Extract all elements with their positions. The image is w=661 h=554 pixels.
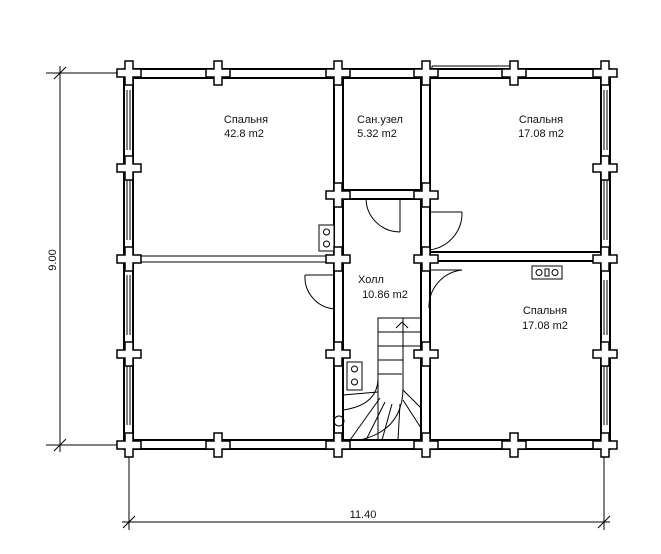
room-area: 5.32 m2 xyxy=(357,128,397,140)
room-area: 10.86 m2 xyxy=(362,289,408,301)
log-joint-cross xyxy=(413,60,439,86)
stove-lower-hall xyxy=(346,361,363,391)
log-joint-cross xyxy=(116,432,142,458)
width-dimension-label: 11.40 xyxy=(350,509,377,521)
height-dimension-label: 9.00 xyxy=(47,249,59,270)
room-area: 17.08 m2 xyxy=(518,128,564,140)
room-name: Спальня xyxy=(224,114,268,126)
room-name: Спальня xyxy=(523,305,567,317)
room-name: Спальня xyxy=(519,114,563,126)
log-joint-cross xyxy=(592,60,618,86)
doors xyxy=(304,197,463,310)
log-joint-cross xyxy=(413,182,439,208)
log-joint-cross xyxy=(592,341,618,367)
stove-upper-hall xyxy=(318,224,335,252)
room-hall: Холл 10.86 m2 xyxy=(358,274,408,301)
log-joint-cross xyxy=(413,246,439,272)
room-name: Холл xyxy=(358,274,384,286)
stove-right-bedroom xyxy=(531,265,563,280)
staircase xyxy=(333,317,422,441)
room-area: 42.8 m2 xyxy=(224,128,264,140)
log-joint-cross xyxy=(205,60,231,86)
room-bedroom-large: Спальня 42.8 m2 xyxy=(224,114,268,140)
log-joint-cross xyxy=(325,432,351,458)
log-joint-cross xyxy=(325,60,351,86)
log-joint-cross xyxy=(592,432,618,458)
inner-walls xyxy=(132,68,602,450)
log-joint-cross xyxy=(116,341,142,367)
door-openings xyxy=(335,191,429,309)
log-joint-cross xyxy=(205,432,231,458)
room-bathroom: Сан.узел 5.32 m2 xyxy=(357,114,403,140)
log-joint-cross xyxy=(413,341,439,367)
height-dimension: 9.00 xyxy=(46,66,140,452)
log-joint-cross xyxy=(592,246,618,272)
log-joint-cross xyxy=(501,60,527,86)
log-joints xyxy=(116,60,618,458)
room-name: Сан.узел xyxy=(357,114,403,126)
log-joint-cross xyxy=(116,155,142,181)
log-joint-cross xyxy=(592,155,618,181)
width-dimension: 11.40 xyxy=(122,455,611,530)
log-joint-cross xyxy=(325,341,351,367)
log-joint-cross xyxy=(501,432,527,458)
log-joint-cross xyxy=(413,432,439,458)
log-joint-cross xyxy=(116,60,142,86)
room-area: 17.08 m2 xyxy=(522,320,568,332)
log-joint-cross xyxy=(325,182,351,208)
room-bedroom-lower-right: Спальня 17.08 m2 xyxy=(522,305,568,332)
log-joint-cross xyxy=(116,246,142,272)
room-bedroom-upper-right: Спальня 17.08 m2 xyxy=(518,114,564,140)
log-joint-cross xyxy=(325,246,351,272)
